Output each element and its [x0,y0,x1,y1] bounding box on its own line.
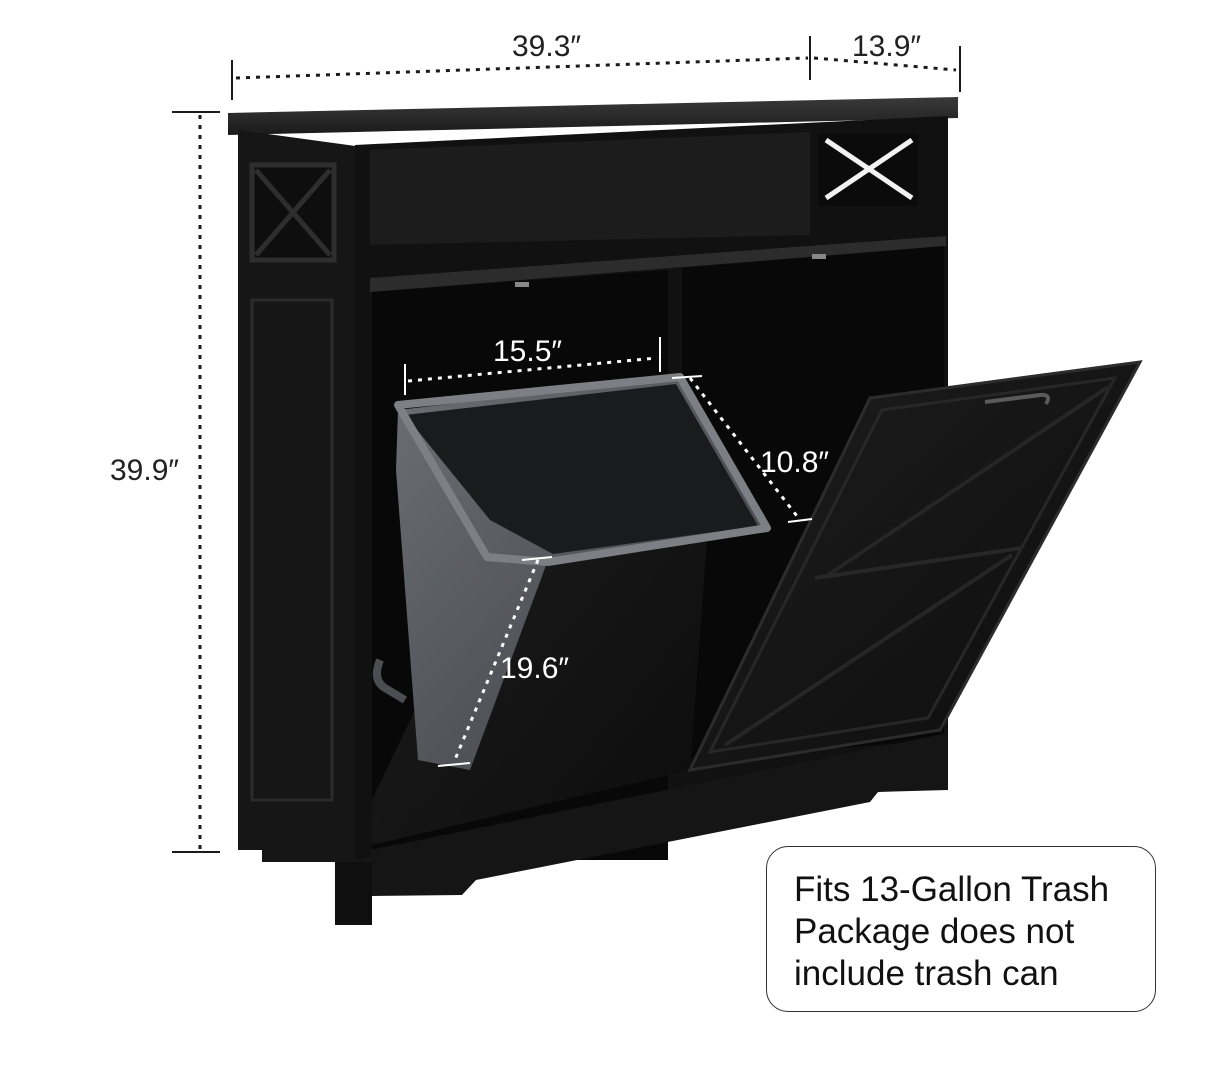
right-door-brace [826,385,1110,577]
depth-dimension-line [813,56,957,72]
cabinet-top [228,97,958,135]
bin-handle [372,658,408,704]
depth-label: 13.9″ [852,30,922,63]
bin-height-label: 19.6″ [500,652,570,685]
right-door-inset [707,376,1118,754]
note-line-1: Fits 13-Gallon Trash [794,870,1110,909]
cabinet-left-side [238,130,370,925]
open-shelf [370,132,810,245]
right-door-panel [687,360,1143,772]
note-line-2: Package does not [794,912,1075,951]
dimension-lines [172,36,961,853]
width-label: 39.3″ [512,30,582,63]
door-handle-icon [984,392,1050,406]
bin-inner [405,384,758,554]
shelf-board [370,236,946,292]
note-line-3: include trash can [794,954,1059,993]
right-x-brace [818,134,918,206]
bin-rim [394,373,771,566]
right-tilt-door [687,360,1143,772]
left-x-brace [249,162,337,263]
fit-note-callout: Fits 13-Gallon Trash Package does not in… [766,846,1156,1012]
trash-bin [372,373,771,770]
hinge [812,254,826,259]
bin-depth-label: 10.8″ [760,446,830,479]
side-panel-inset [250,298,334,802]
hinge [515,282,529,287]
right-door-rail [814,546,1023,580]
bin-height-dimension-line [452,559,540,763]
cabinet-base [370,733,948,896]
right-door-brace [723,553,1014,747]
base-foot [335,862,372,925]
bin-width-label: 15.5″ [493,335,563,368]
height-label: 39.9″ [110,454,180,487]
bin-width-dimension-line [407,356,658,383]
